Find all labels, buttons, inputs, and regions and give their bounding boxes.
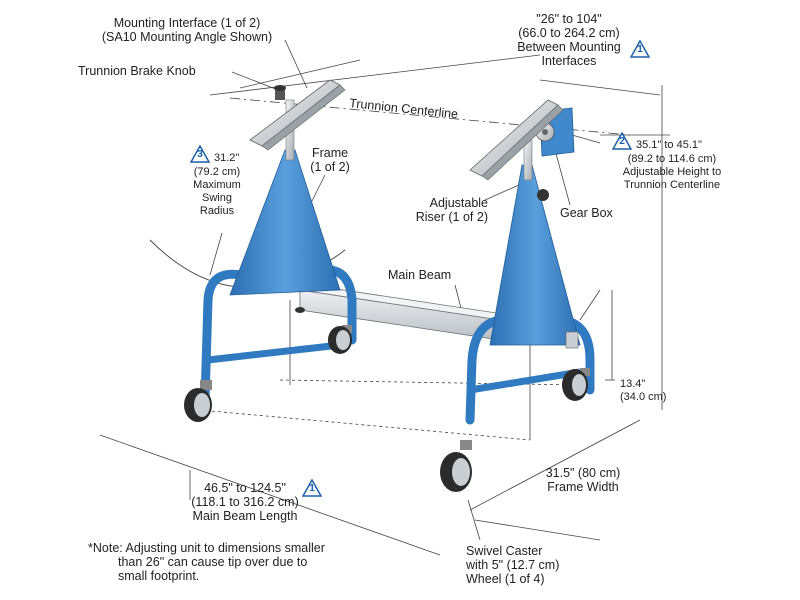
height-range-label: (89.2 to 114.6 cm) Adjustable Height to … — [610, 153, 734, 192]
swing-radius-line3: Maximum — [193, 179, 241, 191]
dimension-lines — [99, 39, 670, 556]
adjustable-riser-label: Adjustable Riser (1 of 2) — [396, 196, 488, 224]
frame-label: Frame (1 of 2) — [300, 146, 360, 174]
main-beam-length-line3: Main Beam Length — [192, 509, 298, 523]
frame-line1: Frame — [311, 146, 349, 160]
swivel-caster-line3: Wheel (1 of 4) — [466, 572, 545, 586]
swing-radius-line4: Swing — [202, 192, 232, 204]
footnote-line3: small footprint. — [118, 569, 200, 583]
frame-right — [465, 99, 595, 425]
frame-line2: (1 of 2) — [310, 160, 350, 174]
callout-1b-number: 1 — [309, 483, 315, 494]
callout-1-icon: 1 — [629, 39, 651, 58]
clearance-line2: (34.0 cm) — [620, 391, 667, 403]
mounting-span-line1: "26" to 104" — [536, 12, 602, 26]
mounting-span-line2: (66.0 to 264.2 cm) — [518, 26, 620, 40]
swing-radius-line2: (79.2 cm) — [193, 166, 241, 178]
trunnion-brake-knob-label: Trunnion Brake Knob — [78, 64, 196, 78]
mounting-interface-line1: Mounting Interface (1 of 2) — [113, 16, 261, 30]
mounting-span-label: "26" to 104" (66.0 to 264.2 cm) Between … — [484, 12, 654, 68]
caster-rear-right — [562, 368, 590, 401]
swing-radius-label: (79.2 cm) Maximum Swing Radius — [186, 166, 248, 218]
callout-2-number: 2 — [619, 136, 625, 147]
mounting-interface-label: Mounting Interface (1 of 2) (SA10 Mounti… — [82, 16, 292, 44]
callout-2-icon: 2 — [611, 131, 633, 150]
main-beam-length-line1: 46.5" to 124.5" — [204, 481, 286, 495]
height-range-line3: Adjustable Height to — [622, 166, 722, 178]
footnote: *Note: Adjusting unit to dimensions smal… — [88, 541, 325, 583]
main-beam-length-line2: (118.1 to 316.2 cm) — [191, 495, 299, 509]
mounting-span-line3: Between Mounting — [517, 40, 621, 54]
caster-front-left — [184, 380, 212, 422]
footnote-line1: *Note: Adjusting unit to dimensions smal… — [88, 541, 325, 555]
callout-3-icon: 3 — [189, 144, 211, 163]
swing-radius-value: 31.2" — [214, 152, 240, 164]
main-beam-label: Main Beam — [388, 268, 452, 282]
callout-3-number: 3 — [197, 149, 203, 160]
caster-rear-left — [328, 325, 352, 354]
adjustable-riser-line2: Riser (1 of 2) — [415, 210, 488, 224]
height-range-value: 35.1" to 45.1" — [636, 139, 702, 151]
swivel-caster-line2: with 5" (12.7 cm) — [466, 558, 560, 572]
callout-1b-icon: 1 — [301, 478, 323, 497]
frame-width-line1: 31.5" (80 cm) — [545, 466, 621, 480]
clearance-label: 13.4" (34.0 cm) — [620, 378, 666, 404]
swing-radius-line5: Radius — [199, 205, 235, 217]
height-range-line4: Trunnion Centerline — [623, 179, 721, 191]
mounting-interface-line2: (SA10 Mounting Angle Shown) — [101, 30, 273, 44]
swivel-caster-line1: Swivel Caster — [466, 544, 543, 558]
main-beam-length-label: 46.5" to 124.5" (118.1 to 316.2 cm) Main… — [170, 481, 320, 523]
frame-width-line2: Frame Width — [547, 480, 619, 494]
clearance-line1: 13.4" — [620, 378, 646, 390]
leveling-foot — [295, 307, 305, 313]
swivel-caster-label: Swivel Caster with 5" (12.7 cm) Wheel (1… — [466, 544, 559, 586]
frame-width-label: 31.5" (80 cm) Frame Width — [528, 466, 638, 494]
footnote-line2: than 26" can cause tip over due to — [118, 555, 308, 569]
gear-box-label: Gear Box — [560, 206, 613, 220]
frame-left — [200, 79, 357, 405]
caster-front-right — [440, 440, 472, 492]
callout-1-number: 1 — [637, 44, 643, 55]
mounting-span-line4: Interfaces — [541, 54, 597, 68]
height-range-line2: (89.2 to 114.6 cm) — [627, 153, 717, 165]
adjustable-riser-line1: Adjustable — [429, 196, 488, 210]
